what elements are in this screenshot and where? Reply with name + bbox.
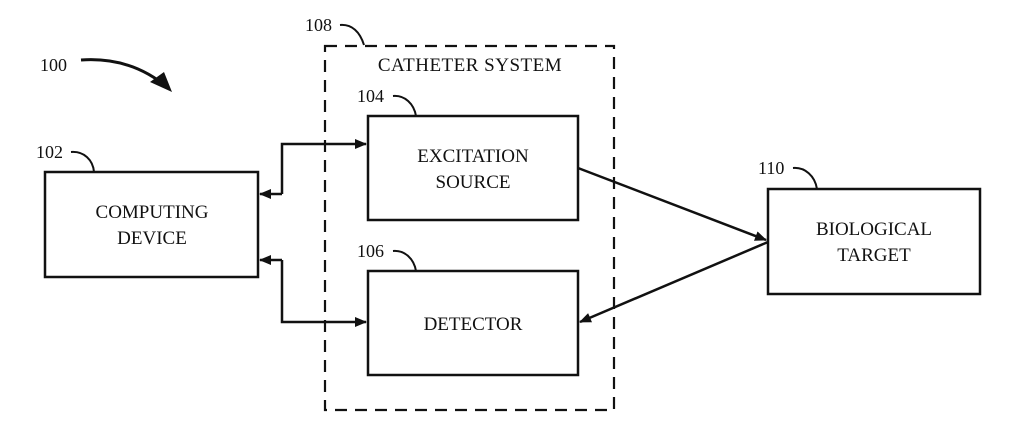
biological-target-reference: 110 [758, 158, 784, 178]
computing-device-reference: 102 [36, 142, 63, 162]
biological-target-block: BIOLOGICAL TARGET [766, 187, 982, 296]
connector-target-to-detector [579, 240, 769, 324]
connector-to-detector-line [280, 260, 367, 327]
computing-device-label-line2: DEVICE [117, 228, 187, 249]
computing-device-label-line1: COMPUTING [96, 202, 209, 223]
excitation-source-leader-line [392, 94, 417, 117]
detector-block: DETECTOR [366, 269, 580, 377]
biological-target-box [766, 187, 982, 296]
catheter-system-leader-line [339, 23, 365, 46]
catheter-system-title: CATHETER SYSTEM [378, 55, 562, 76]
connector-computing-detector [259, 255, 367, 327]
computing-device-box [43, 170, 260, 279]
connector-to-excitation-line [280, 139, 367, 194]
biological-target-label-line2: TARGET [837, 245, 911, 266]
excitation-source-box [366, 114, 580, 222]
excitation-source-block: EXCITATION SOURCE [366, 114, 580, 222]
biological-target-label-line1: BIOLOGICAL [816, 219, 932, 240]
biological-target-leader-line [792, 166, 818, 190]
figure-reference-label: 100 [40, 55, 67, 75]
connector-excitation-to-target [577, 166, 767, 242]
figure-reference-arrowhead-icon [150, 72, 172, 92]
excitation-source-label-line2: SOURCE [436, 172, 511, 193]
connector-computing-excitation [259, 139, 367, 199]
detector-box [366, 269, 580, 377]
excitation-source-label-line1: EXCITATION [417, 146, 529, 167]
detector-label: DETECTOR [424, 314, 523, 335]
catheter-system-reference: 108 [305, 15, 332, 35]
computing-device-leader-line [70, 150, 95, 173]
detector-leader-line [392, 249, 417, 272]
excitation-source-reference: 104 [357, 86, 384, 106]
computing-device-block: COMPUTING DEVICE [43, 170, 260, 279]
catheter-system-container [323, 44, 616, 412]
detector-reference: 106 [357, 241, 384, 261]
